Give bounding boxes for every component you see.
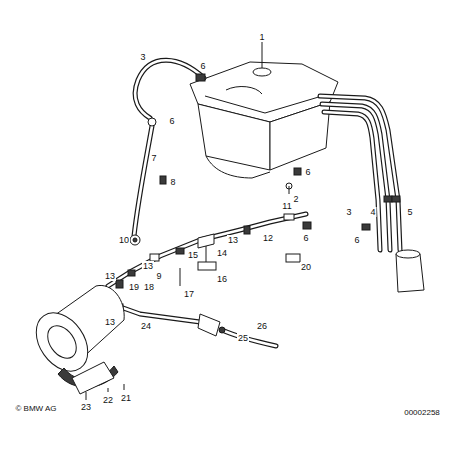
image-number: 00002258 — [403, 408, 441, 418]
callout-number: 13 — [142, 261, 154, 271]
callout-number: 3 — [345, 207, 352, 217]
callout-number: 8 — [169, 177, 176, 187]
callout-number: 12 — [262, 233, 274, 243]
callout-number: 25 — [237, 333, 249, 343]
callout-number: 19 — [128, 282, 140, 292]
callout-number: 26 — [256, 321, 268, 331]
callout-number: 6 — [199, 61, 206, 71]
callout-number: 22 — [102, 395, 114, 405]
callout-number: 6 — [168, 116, 175, 126]
callout-number: 18 — [143, 282, 155, 292]
callout-number: 5 — [406, 207, 413, 217]
callout-number: 1 — [258, 32, 265, 42]
callout-number: 13 — [227, 235, 239, 245]
callout-number: 23 — [80, 402, 92, 412]
callout-number: 4 — [369, 207, 376, 217]
copyright-note: © BMW AG — [14, 404, 57, 414]
callout-number: 13 — [104, 271, 116, 281]
callout-number: 21 — [120, 393, 132, 403]
callout-number: 6 — [353, 235, 360, 245]
callout-number: 7 — [150, 153, 157, 163]
callout-number: 15 — [187, 250, 199, 260]
callout-number: 14 — [216, 248, 228, 258]
callout-number: 6 — [304, 167, 311, 177]
callout-number: 9 — [155, 271, 162, 281]
callout-number: 17 — [183, 289, 195, 299]
callout-number: 20 — [300, 262, 312, 272]
callout-number: 10 — [118, 235, 130, 245]
callout-number: 13 — [104, 317, 116, 327]
callout-number: 11 — [281, 201, 292, 211]
callout-number: 6 — [302, 233, 309, 243]
callout-number: 3 — [139, 52, 146, 62]
callout-number: 16 — [216, 274, 228, 284]
callout-number: 24 — [140, 321, 152, 331]
callout-number: 2 — [292, 194, 299, 204]
